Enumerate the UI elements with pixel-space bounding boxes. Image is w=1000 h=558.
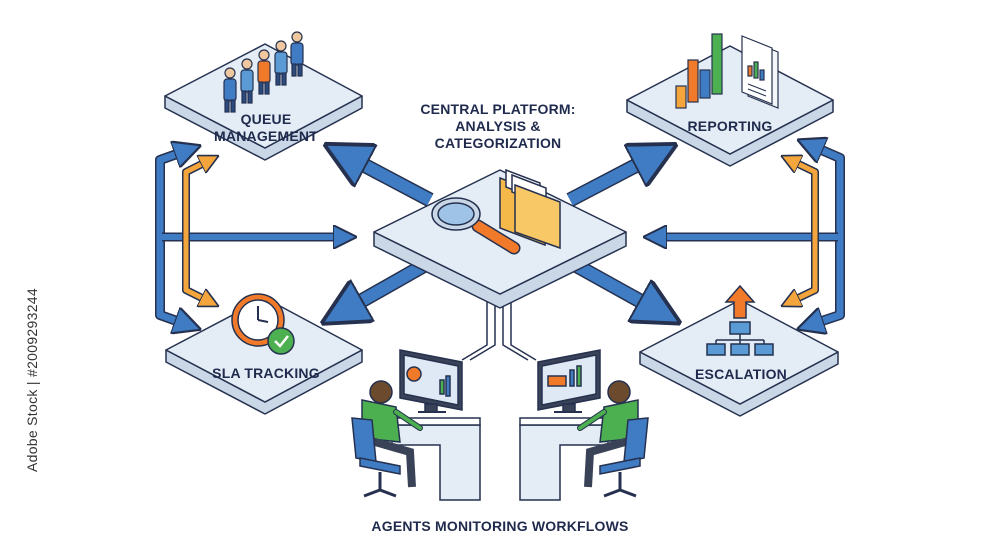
agent-icon [361, 380, 423, 488]
magnifier-icon [431, 197, 521, 255]
center-to-reporting-arrow [566, 155, 656, 207]
sla-platform [165, 297, 363, 415]
monitor-icon [537, 349, 601, 413]
desk-right [519, 417, 609, 501]
chair-icon [351, 417, 401, 498]
reporting-label: REPORTING [687, 118, 773, 134]
folder-icon [499, 168, 561, 250]
agents-monitoring-label: AGENTS MONITORING WORKFLOWS [371, 518, 629, 534]
sla-tracking-label: SLA TRACKING [212, 365, 320, 381]
agents-connector-lines [461, 292, 537, 361]
up-arrow-icon [724, 284, 756, 319]
monitor-icon [399, 349, 463, 413]
center-to-sla-arrow [342, 255, 434, 312]
queue-platform [164, 43, 363, 161]
central-title-line3: CATEGORIZATION [434, 135, 562, 151]
queue-management-label: QUEUE MANAGEMENT [196, 111, 336, 145]
bar-chart-icon [675, 33, 723, 109]
center-to-escalation-arrow [566, 255, 660, 312]
central-platform-title: CENTRAL PLATFORM: ANALYSIS & CATEGORIZAT… [398, 101, 598, 152]
people-group-icon [223, 31, 304, 113]
center-to-queue-arrow [345, 155, 434, 207]
escalation-label: ESCALATION [695, 366, 787, 382]
desk-left [391, 417, 481, 501]
stock-credit-text: Adobe Stock | #2009293244 [24, 288, 40, 472]
central-title-line2: ANALYSIS & [455, 118, 541, 134]
left-orange-loop-arrow [182, 160, 210, 302]
queue-label-line2: MANAGEMENT [214, 128, 318, 144]
left-blue-loop-arrow [155, 150, 188, 325]
queue-label-line1: QUEUE [240, 111, 292, 127]
right-blue-loop-arrow [810, 145, 845, 325]
agent-icon [577, 380, 639, 488]
reporting-platform [626, 45, 834, 167]
chair-icon [599, 417, 649, 498]
central-title-line1: CENTRAL PLATFORM: [420, 101, 576, 117]
org-chart-icon [706, 321, 774, 356]
checkmark-icon [267, 327, 295, 355]
right-orange-loop-arrow [790, 160, 819, 302]
document-icon [741, 35, 779, 109]
